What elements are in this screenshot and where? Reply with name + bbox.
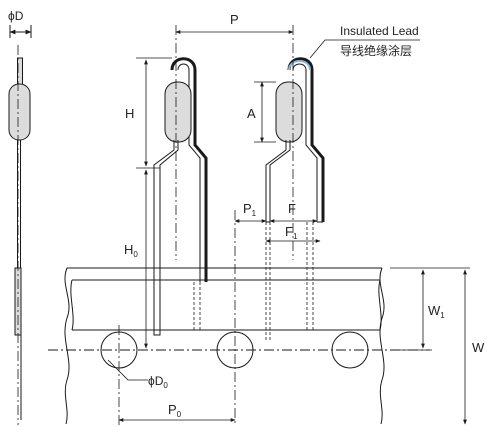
tape-right-edge xyxy=(379,267,385,425)
phi-d-label: ϕD xyxy=(8,9,24,23)
w-label: W xyxy=(472,340,485,355)
center-lines xyxy=(17,25,294,425)
carrier-tape xyxy=(48,267,430,425)
p-label: P xyxy=(230,12,239,27)
phi-d0-label: ϕD0 xyxy=(148,374,168,390)
h-label: H xyxy=(125,106,134,121)
p0-label: P0 xyxy=(168,402,182,419)
insulated-lead-chinese-label: 导线绝缘涂层 xyxy=(340,43,412,58)
f-label: F xyxy=(288,201,296,216)
side-view xyxy=(8,25,32,420)
insulated-lead-label: Insulated Lead xyxy=(340,24,419,38)
h0-label: H0 xyxy=(124,242,138,259)
insulated-lead-leader xyxy=(309,39,420,59)
component-1 xyxy=(153,57,208,336)
phi-d0-leader xyxy=(107,359,148,381)
sprocket-hole xyxy=(331,331,369,369)
p1-label: P1 xyxy=(243,201,257,218)
a-label: A xyxy=(247,106,256,121)
side-body xyxy=(8,83,31,141)
w1-label: W1 xyxy=(428,303,445,320)
component-2 xyxy=(265,57,325,223)
f1-label: F1 xyxy=(285,224,298,241)
tape-left-edge xyxy=(64,267,70,425)
dimensions xyxy=(107,30,470,425)
